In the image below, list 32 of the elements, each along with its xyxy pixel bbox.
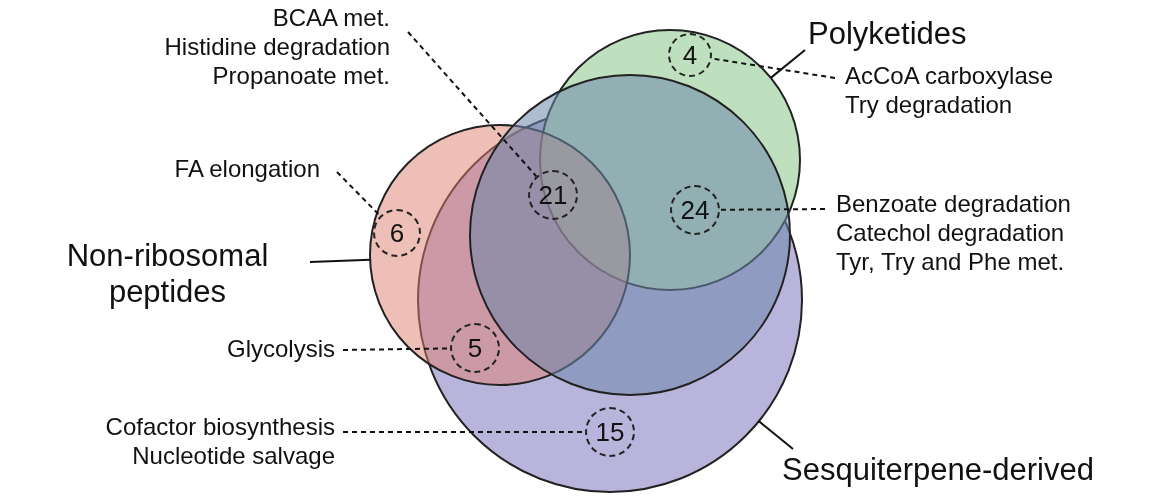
count-number: 24 [680, 197, 710, 223]
count-number: 5 [467, 335, 483, 361]
leader-line [336, 171, 382, 217]
count-number: 15 [595, 419, 625, 445]
pathway-label: Glycolysis [227, 335, 335, 364]
pathway-label: Tyr, Try and Phe met. [836, 247, 1065, 277]
dashed-circle [585, 407, 635, 457]
set-label: Polyketides [808, 16, 967, 52]
leader-line [309, 258, 372, 263]
pathway-label: FA elongation [174, 155, 320, 184]
dashed-circle [528, 170, 578, 220]
leader-line [719, 208, 826, 211]
count-number: 21 [538, 182, 568, 208]
dashed-circle [670, 185, 720, 235]
leader-line [769, 49, 806, 79]
pathway-label: Cofactor biosynthesis [105, 413, 335, 442]
count-number: 4 [682, 42, 698, 68]
leader-line [757, 420, 794, 450]
pathway-label: BCAA met. [272, 4, 390, 33]
pathway-label: Catechol degradation [836, 218, 1065, 248]
pathway-label: Benzoate degradation [836, 190, 1071, 219]
leader-line [407, 31, 538, 178]
dashed-circle [373, 209, 421, 257]
pathway-label: Histidine degradation [164, 32, 390, 62]
pathway-label: Propanoate met. [212, 61, 390, 91]
pathway-label: Try degradation [845, 90, 1013, 120]
dashed-circle [668, 33, 712, 77]
set-label: Non-ribosomal peptides [65, 238, 270, 310]
set-label: Sesquiterpene-derived [782, 452, 1094, 488]
pathway-label: Nucleotide salvage [132, 441, 335, 471]
pathway-label: AcCoA carboxylase [845, 62, 1054, 91]
count-number: 6 [389, 220, 405, 246]
